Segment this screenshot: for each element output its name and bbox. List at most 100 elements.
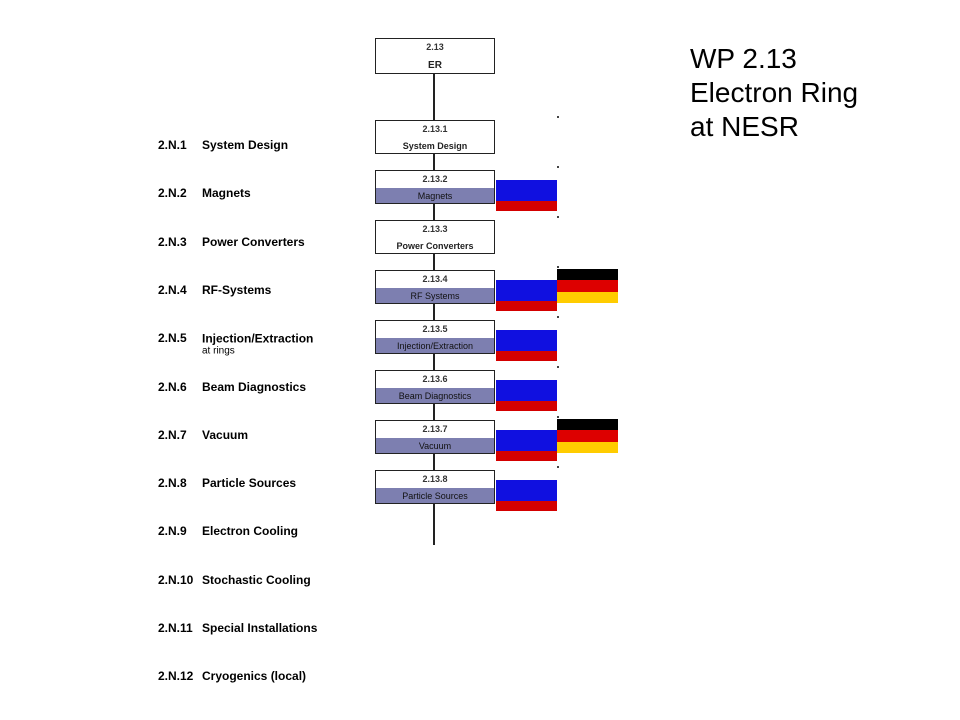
russia-flag-icon [496, 380, 557, 411]
er-box: 2.13.4 RF Systems [375, 270, 495, 304]
wp-code: 2.N.10 [158, 572, 194, 587]
wp-label-text: Injection/Extraction [202, 331, 314, 346]
root-name: ER [428, 60, 442, 71]
root-box: 2.13 ER [375, 38, 495, 74]
er-box-name: Power Converters [396, 241, 474, 251]
wp-code: 2.N.2 [158, 186, 187, 201]
flag-stripe [496, 200, 557, 211]
box-corner-mark [557, 216, 559, 218]
box-corner-mark [557, 316, 559, 318]
wp-label-text: Power Converters [202, 234, 305, 249]
flag-stripe [557, 430, 618, 442]
wp-label-text: Special Installations [202, 621, 318, 635]
wp-label: Stochastic Cooling [202, 573, 311, 587]
flag-stripe [496, 400, 557, 411]
wp-label: System Design [202, 138, 288, 152]
box-corner-mark [557, 116, 559, 118]
er-box-band [376, 388, 494, 403]
er-box-band [376, 338, 494, 353]
wp-code: 2.N.8 [158, 476, 187, 491]
wp-label: Cryogenics (local) [202, 669, 306, 683]
flag-stripe [496, 340, 557, 351]
russia-flag-icon [496, 330, 557, 361]
wp-label: Power Converters [202, 235, 305, 249]
flag-stripe [496, 430, 557, 441]
er-box-name: Injection/Extraction [396, 341, 474, 351]
wp-label-text: Cryogenics (local) [202, 669, 307, 684]
er-box-band [376, 438, 494, 453]
russia-flag-icon [496, 430, 557, 461]
wp-code: 2.N.5 [158, 331, 187, 346]
flag-stripe [496, 190, 557, 201]
wp-code: 2.N.9 [158, 524, 187, 539]
er-box-code: 2.13.1 [422, 124, 448, 134]
box-corner-mark [557, 166, 559, 168]
title-line-3: at NESR [690, 111, 799, 142]
wp-label: Particle Sources [202, 476, 296, 490]
wp-label-text: Stochastic Cooling [202, 572, 311, 587]
er-box-code: 2.13.7 [422, 424, 448, 434]
wp-code: 2.N.1 [158, 138, 187, 152]
wp-label-sub: at rings [202, 345, 235, 357]
slide-title: WP 2.13 Electron Ring at NESR [690, 42, 858, 144]
flag-stripe [496, 350, 557, 361]
wp-label-text: Vacuum [202, 427, 249, 442]
wp-label: Vacuum [202, 428, 248, 442]
er-box-band [376, 288, 494, 303]
russia-flag-icon [496, 480, 557, 511]
wp-label-text: Beam Diagnostics [202, 379, 307, 394]
wp-code: 2.N.4 [158, 282, 187, 297]
wp-label-text: Particle Sources [202, 476, 297, 491]
wp-label: Electron Cooling [202, 524, 298, 538]
box-corner-mark [557, 466, 559, 468]
wp-label-text: Magnets [202, 186, 251, 201]
flag-stripe [557, 419, 618, 431]
box-corner-mark [557, 266, 559, 268]
flag-stripe [557, 291, 618, 303]
flag-stripe [496, 330, 557, 341]
er-box-name: Magnets [417, 191, 453, 201]
flag-stripe [557, 269, 618, 281]
flag-stripe [496, 380, 557, 391]
wp-code: 2.N.11 [158, 621, 193, 635]
flag-stripe [496, 450, 557, 461]
wp-label-text: Electron Cooling [202, 524, 298, 539]
er-box-code: 2.13.4 [422, 274, 448, 284]
wp-code: 2.N.12 [158, 669, 194, 684]
wp-code: 2.N.3 [158, 234, 187, 249]
box-corner-mark [557, 366, 559, 368]
flag-stripe [496, 180, 557, 191]
flag-stripe [557, 441, 618, 453]
germany-flag-icon [557, 419, 618, 453]
root-code: 2.13 [426, 42, 444, 52]
er-box-name: Particle Sources [402, 491, 468, 501]
er-box-name: RF Systems [410, 291, 460, 301]
wp-label-text: RF-Systems [202, 282, 272, 297]
flag-stripe [496, 490, 557, 501]
er-box-band [376, 188, 494, 203]
er-box-code: 2.13.3 [422, 224, 448, 234]
box-corner-mark [557, 416, 559, 418]
title-line-2: Electron Ring [690, 77, 859, 108]
flag-stripe [496, 440, 557, 451]
wp-label: Magnets [202, 186, 251, 200]
wp-label: Beam Diagnostics [202, 380, 306, 394]
er-box-name: System Design [402, 141, 468, 151]
wp-code: 2.N.6 [158, 379, 187, 394]
flag-stripe [496, 290, 557, 301]
title-line-1: WP 2.13 [690, 43, 797, 74]
wp-label-text: System Design [202, 138, 289, 152]
flag-stripe [496, 280, 557, 291]
er-box-band [376, 488, 494, 503]
wp-label: RF-Systems [202, 283, 271, 297]
germany-flag-icon [557, 269, 618, 303]
wp-label: Special Installations [202, 621, 317, 635]
wp-code: 2.N.7 [158, 427, 187, 442]
er-box-code: 2.13.6 [422, 374, 448, 384]
